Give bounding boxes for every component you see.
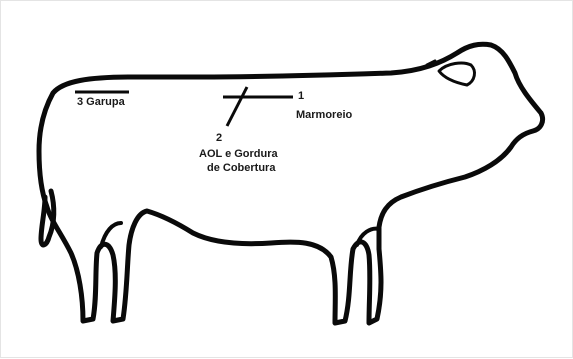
tail-line — [41, 191, 54, 245]
marmoreio-label: Marmoreio — [296, 109, 353, 121]
aol-label-line2: de Cobertura — [207, 162, 276, 174]
aol-label-line1: AOL e Gordura — [199, 148, 279, 160]
marmoreio-number: 1 — [298, 90, 304, 102]
aol-number: 2 — [216, 132, 222, 144]
aol-marker-line — [227, 87, 247, 126]
rear-leg-detail — [101, 223, 121, 247]
garupa-label: 3 Garupa — [77, 96, 126, 108]
ear-outline — [439, 63, 474, 85]
